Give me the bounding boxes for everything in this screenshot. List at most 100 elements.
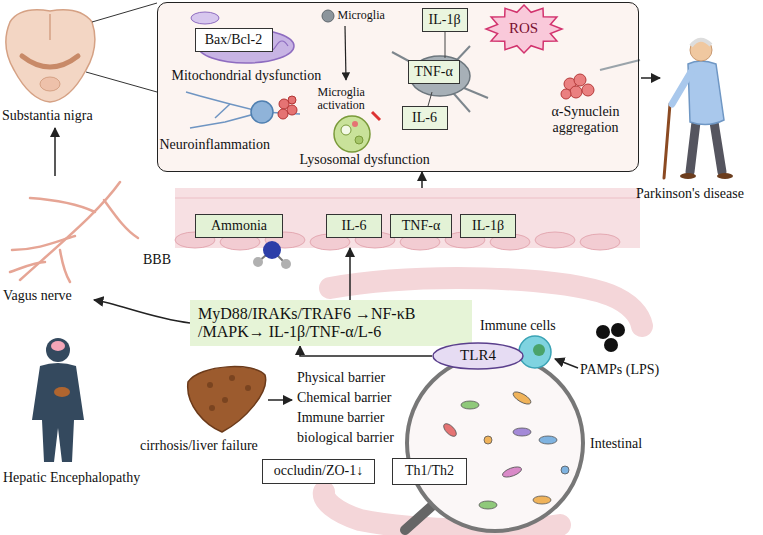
cytokine-box: IL-1β — [422, 8, 468, 32]
neuron — [278, 109, 288, 119]
node-text: occludin/ZO-1↓ — [274, 463, 363, 479]
node-text: TNF-α — [402, 218, 440, 234]
neuron — [251, 101, 273, 123]
node-text: Ammonia — [211, 218, 267, 234]
magnifier — [461, 401, 479, 409]
nerve-label: Vagus nerve — [3, 288, 72, 304]
liver-drawing — [188, 367, 266, 432]
brain-slice — [6, 10, 95, 102]
disease-label: Hepatic Encephalopathy — [3, 470, 140, 486]
ammonia-molecule — [281, 259, 291, 269]
barrier-label: Immune barrier — [297, 410, 384, 426]
node-text: IL-6 — [412, 110, 437, 126]
magnifier — [561, 466, 569, 474]
neuron — [278, 96, 297, 119]
microglia-cell — [345, 26, 346, 80]
barrier-label: Physical barrier — [297, 370, 385, 386]
intestine-drawing — [324, 492, 560, 530]
human-figure — [32, 338, 84, 462]
leader-line — [86, 72, 157, 92]
pathway-box: MyD88/IRAKs/TRAF6 →NF-κB /MAPK→ IL-1β/TN… — [190, 300, 472, 346]
node-text: TLR4 — [460, 347, 496, 364]
band-label: BBB — [143, 252, 171, 268]
activated-microglia — [445, 30, 446, 58]
pamps-dots — [611, 323, 625, 337]
immune-cell — [519, 336, 551, 368]
magnifier — [442, 422, 459, 439]
immune-cell — [533, 344, 545, 356]
node-text: TNF-α — [414, 64, 452, 80]
vagus-nerve — [20, 182, 120, 280]
lysosome — [334, 116, 370, 152]
neuron — [190, 112, 262, 128]
barrier-label: biological barrier — [297, 430, 394, 446]
bbb-band — [580, 234, 620, 250]
magnifier — [533, 496, 551, 504]
vagus-nerve — [60, 250, 70, 282]
process-label: Lysosomal dysfunction — [300, 152, 430, 168]
arrow-connector — [349, 248, 351, 300]
synuclein-aggregate — [561, 60, 640, 99]
neuron — [262, 112, 300, 114]
marker-box: Bax/Bcl-2 — [195, 28, 273, 52]
synuclein-aggregate — [564, 78, 576, 90]
patient-figure — [688, 61, 724, 125]
magnifier — [405, 505, 433, 530]
human-figure — [51, 341, 65, 351]
arrow-connector — [300, 346, 432, 356]
bbb-band — [175, 198, 640, 199]
activated-microglia — [428, 92, 432, 106]
ammonia-molecule — [263, 241, 281, 259]
brain-slice — [6, 10, 95, 102]
cell-label: Immune cells — [480, 318, 556, 334]
liver-drawing — [229, 375, 235, 381]
vagus-nerve — [10, 182, 138, 282]
vagus-nerve — [10, 262, 45, 272]
synuclein-aggregate — [561, 89, 571, 99]
node-text: IL-1β — [429, 12, 461, 28]
neuron — [279, 99, 289, 109]
immune-cell — [519, 336, 551, 368]
vagus-nerve — [12, 236, 75, 250]
burst-outline — [486, 5, 562, 53]
organ-label: Intestinal — [590, 436, 642, 452]
liver-drawing — [222, 397, 228, 403]
leader-line — [86, 3, 157, 92]
brain-slice — [22, 56, 78, 67]
node-text: MyD88/IRAKs/TRAF6 →NF-κB /MAPK→ IL-1β/TN… — [198, 305, 464, 342]
panel-fill — [157, 2, 639, 172]
barrier-band: BBBAmmoniaIL-6TNF-αIL-1β — [175, 188, 640, 248]
region-panel: Mitochondrial dysfunctionMicrogliaMicrog… — [157, 2, 639, 172]
activated-microglia — [392, 46, 488, 112]
process-label: Microglia activation — [318, 86, 382, 114]
neuron — [288, 96, 296, 104]
synuclein-aggregate — [574, 74, 586, 86]
lysosome — [355, 136, 363, 144]
magnifier — [511, 390, 532, 407]
cytokine-box: TNF-α — [390, 214, 452, 238]
arrow — [555, 359, 578, 368]
cytokine-box: IL-6 — [402, 106, 448, 130]
ellipse-outline — [433, 343, 523, 369]
bbb-band — [175, 198, 640, 199]
bbb-band — [175, 188, 640, 250]
neuron — [287, 105, 297, 115]
liver-drawing — [188, 367, 266, 432]
patient-figure — [691, 40, 711, 46]
activated-microglia — [392, 30, 488, 112]
liver-drawing — [207, 375, 251, 411]
toxin-box: Ammonia — [195, 214, 283, 238]
neuron — [200, 96, 262, 112]
mitochondria — [191, 12, 294, 63]
synuclein-aggregate — [582, 84, 594, 96]
barrier-label: Chemical barrier — [297, 390, 391, 406]
synuclein-aggregate — [600, 60, 640, 70]
liver-drawing — [207, 382, 213, 388]
process-label: α-Synuclein aggregation — [540, 104, 632, 136]
cytokine-box: TNF-α — [408, 60, 460, 84]
patient-figure — [717, 173, 733, 179]
magnifier — [407, 355, 583, 531]
